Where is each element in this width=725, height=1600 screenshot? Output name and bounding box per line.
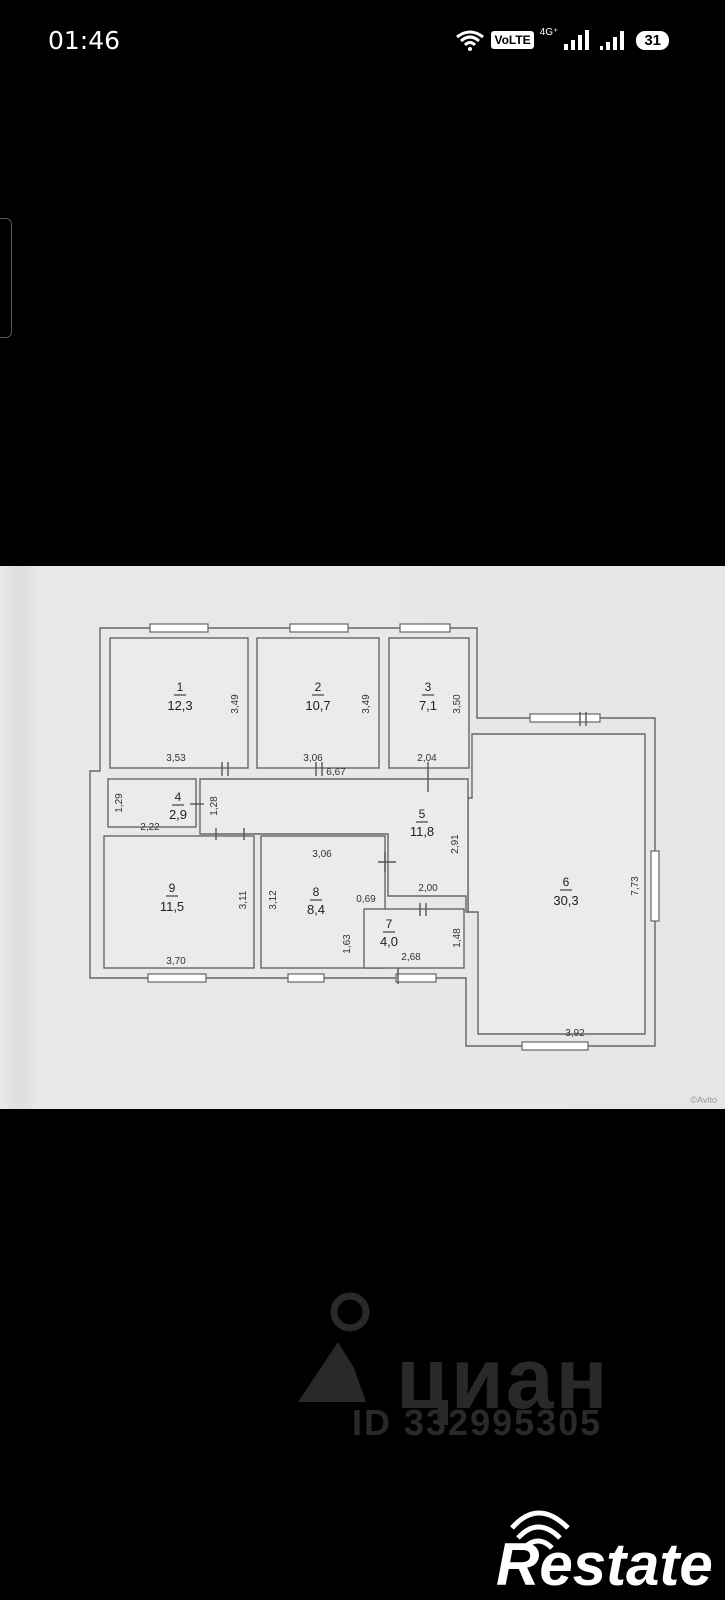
room-number-6: 6 [563, 875, 570, 889]
dim-3-50: 3,50 [452, 694, 463, 714]
battery-indicator: 31 [636, 30, 669, 50]
dim-2-00: 2,00 [418, 883, 438, 894]
room-number-3: 3 [425, 680, 432, 694]
dim-3-12: 3,12 [268, 890, 279, 910]
restate-wordmark: Restate [496, 1531, 713, 1598]
room-number-7: 7 [386, 917, 393, 931]
dim-3-06-b: 3,06 [312, 849, 332, 860]
status-icons: VoLTE 4G⁺ 31 [455, 26, 669, 52]
dim-1-28: 1,28 [209, 796, 220, 816]
room-number-8: 8 [313, 885, 320, 899]
room-area-1: 12,3 [167, 698, 192, 713]
signal-icon-2 [600, 31, 625, 50]
volte-badge: VoLTE [491, 31, 534, 49]
dim-1-48: 1,48 [452, 928, 463, 948]
dim-3-49-a: 3,49 [230, 694, 241, 714]
dim-3-53: 3,53 [166, 753, 186, 764]
room-area-6: 30,3 [553, 893, 578, 908]
dim-3-49-b: 3,49 [361, 694, 372, 714]
room-area-4: 2,9 [169, 807, 187, 822]
network-type: 4G⁺ [539, 26, 559, 38]
floor-plan: 1 12,3 2 10,7 3 7,1 4 2,9 5 11,8 6 30,3 … [89, 623, 660, 1051]
dim-2-68: 2,68 [401, 952, 421, 963]
dim-0-69: 0,69 [356, 894, 376, 905]
dim-3-11: 3,11 [238, 890, 249, 909]
dim-2-04: 2,04 [417, 753, 437, 764]
status-time: 01:46 [48, 26, 121, 55]
room-outline-3 [388, 637, 470, 769]
room-number-2: 2 [315, 680, 322, 694]
cian-watermark: циан ID 332995305 [296, 1290, 716, 1450]
dim-1-29: 1,29 [114, 793, 125, 813]
room-outline-4 [107, 778, 197, 828]
edge-panel-handle[interactable] [0, 218, 12, 338]
room-number-5: 5 [419, 807, 426, 821]
window-6-right [650, 850, 660, 922]
room-area-5: 11,8 [410, 824, 434, 839]
dim-1-63: 1,63 [342, 934, 353, 954]
window-8 [287, 973, 325, 983]
signal-icon [564, 30, 590, 50]
room-area-8: 8,4 [307, 902, 325, 917]
avito-mark: ©Avito [690, 1095, 717, 1105]
dim-2-91: 2,91 [450, 834, 461, 854]
dim-2-22: 2,22 [140, 822, 160, 833]
window-6-top [529, 713, 601, 723]
window-9 [147, 973, 207, 983]
window-2 [289, 623, 349, 633]
room-outline-1 [109, 637, 249, 769]
location-pin-icon [298, 1292, 370, 1402]
outer-wall [89, 627, 656, 1047]
room-number-9: 9 [169, 881, 176, 895]
status-bar: 01:46 VoLTE 4G⁺ 31 [0, 0, 725, 84]
dim-3-70: 3,70 [166, 956, 186, 967]
dim-3-92: 3,92 [565, 1028, 585, 1039]
room-outline-7 [363, 908, 465, 969]
room-number-1: 1 [177, 680, 184, 694]
room-outline-5 [199, 778, 469, 913]
dim-3-06-a: 3,06 [303, 753, 323, 764]
room-area-3: 7,1 [419, 698, 437, 713]
dim-7-73: 7,73 [630, 876, 641, 896]
wifi-icon [456, 30, 485, 51]
room-number-4: 4 [175, 790, 182, 804]
window-3 [399, 623, 451, 633]
window-6-bottom [521, 1041, 589, 1051]
room-outline-2 [256, 637, 380, 769]
window-7 [395, 973, 437, 983]
cian-listing-id: ID 332995305 [352, 1402, 603, 1443]
room-area-2: 10,7 [305, 698, 330, 713]
dim-6-67: 6,67 [326, 767, 346, 778]
signal-waves-icon [510, 1510, 570, 1550]
room-outline-6 [467, 733, 646, 1035]
window-1 [149, 623, 209, 633]
room-outline-9 [103, 835, 255, 969]
room-area-7: 4,0 [380, 934, 398, 949]
restate-logo: Restate [478, 1510, 723, 1600]
floor-plan-image: 1 12,3 2 10,7 3 7,1 4 2,9 5 11,8 6 30,3 … [0, 566, 725, 1109]
room-area-9: 11,5 [160, 899, 184, 914]
cian-wordmark: циан [396, 1331, 610, 1427]
